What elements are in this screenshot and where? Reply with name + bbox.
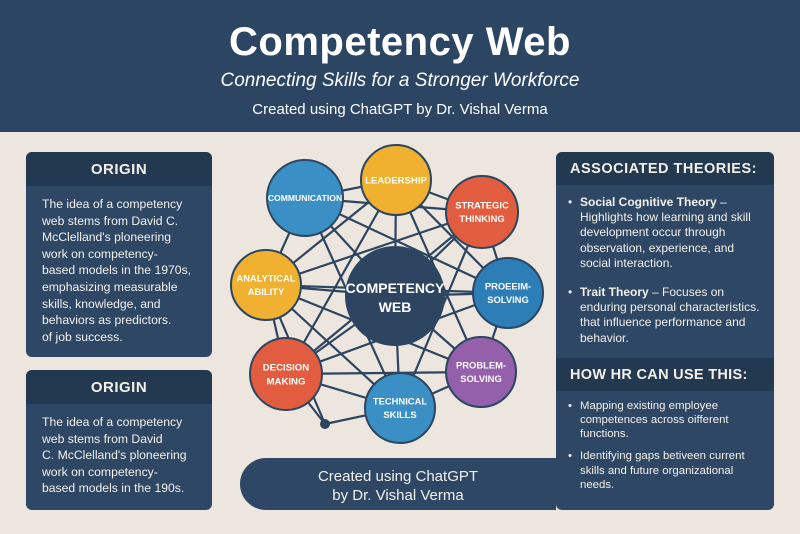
page-subtitle: Connecting Skills for a Stronger Workfor…	[220, 70, 580, 91]
origin-heading-top: ORIGIN	[26, 152, 212, 186]
node-label-strategic-thinking: THINKING	[459, 213, 504, 224]
theory-item: • Social Cognitive Theory – Highlights h…	[556, 195, 774, 271]
center-node-label: WEB	[379, 299, 412, 315]
node-label-problem-solving: SOLVING	[460, 373, 502, 384]
node-label-communication: COMMUNICATION	[268, 193, 342, 203]
origin-text-bottom: The idea of a competency web stems from …	[42, 415, 187, 496]
node-label-strategic-thinking: STRATEGIC	[455, 200, 509, 211]
node-leadership	[360, 144, 432, 216]
page-title: Competency Web	[229, 20, 571, 64]
hr-item-text: Identifying gaps betiveen current skills…	[580, 450, 745, 491]
bottom-credit-line1: Created using ChatGPT	[317, 468, 479, 485]
connection-line	[265, 210, 483, 287]
theory-name: Social Cognitive Theory	[580, 195, 717, 209]
node-problem-solving	[445, 336, 517, 408]
bottom-credit-bar: Created using ChatGPT by Dr. Vishal Verm…	[240, 458, 556, 510]
node-label-analytical-ability: ABILITY	[248, 286, 285, 297]
theory-description: – Highlights how learning and skill deve…	[580, 195, 751, 270]
theory-description: – Focuses on enduring personal character…	[580, 285, 760, 345]
center-node	[345, 246, 445, 346]
header-credit: Created using ChatGPT by Dr. Vishal Verm…	[252, 101, 548, 118]
node-label-proeeim-solving: SOLVING	[487, 294, 529, 305]
hr-item: • Identifying gaps betiveen current skil…	[556, 449, 774, 492]
origin-heading-bottom: ORIGIN	[26, 370, 212, 404]
bullet-icon: •	[568, 450, 572, 463]
node-label-analytical-ability: ANALYTICAL	[236, 273, 295, 284]
node-technical-skills	[364, 372, 436, 444]
theories-heading: ASSOCIATED THEORIES:	[556, 152, 774, 185]
origin-panel-top: ORIGIN The idea of a competency web stem…	[26, 152, 212, 357]
center-node-label: COMPETENCY	[346, 280, 445, 296]
origin-text-top: The idea of a competency web stems from …	[42, 197, 192, 344]
hr-heading: HOW HR CAN USE THIS:	[556, 357, 774, 391]
node-label-proeeim-solving: PROEEIM-	[485, 281, 531, 292]
theories-panel: ASSOCIATED THEORIES: • Social Cognitive …	[556, 152, 774, 510]
node-label-technical-skills: TECHNICAL	[373, 396, 427, 407]
node-strategic-thinking	[445, 175, 519, 249]
node-label-problem-solving: PROBLEM-	[456, 360, 506, 371]
node-decision-making	[249, 337, 323, 411]
theory-name: Trait Theory	[580, 285, 649, 300]
node-label-technical-skills: SKILLS	[383, 409, 416, 420]
node-communication	[266, 159, 344, 237]
theory-item: • Trait Theory – Focuses on enduring per…	[556, 285, 774, 346]
bullet-icon: •	[568, 195, 573, 209]
node-label-decision-making: DECISION	[263, 363, 309, 374]
hr-item: • Mapping existing employee competences …	[556, 399, 774, 442]
bullet-icon: •	[568, 285, 573, 300]
connector-dot	[320, 419, 330, 429]
node-proeeim-solving	[472, 257, 544, 329]
bottom-credit-line2: by Dr. Vishal Verma	[332, 487, 464, 504]
bullet-icon: •	[568, 399, 572, 412]
origin-panel-bottom: ORIGIN The idea of a competency web stem…	[26, 370, 212, 510]
hr-item-text: Mapping existing employee competences ac…	[580, 399, 729, 441]
header-banner: Competency Web Connecting Skills for a S…	[0, 0, 800, 132]
node-label-decision-making: MAKING	[267, 376, 306, 387]
node-label-leadership: LEADERSHIP	[365, 175, 427, 186]
node-analytical-ability	[230, 249, 302, 321]
